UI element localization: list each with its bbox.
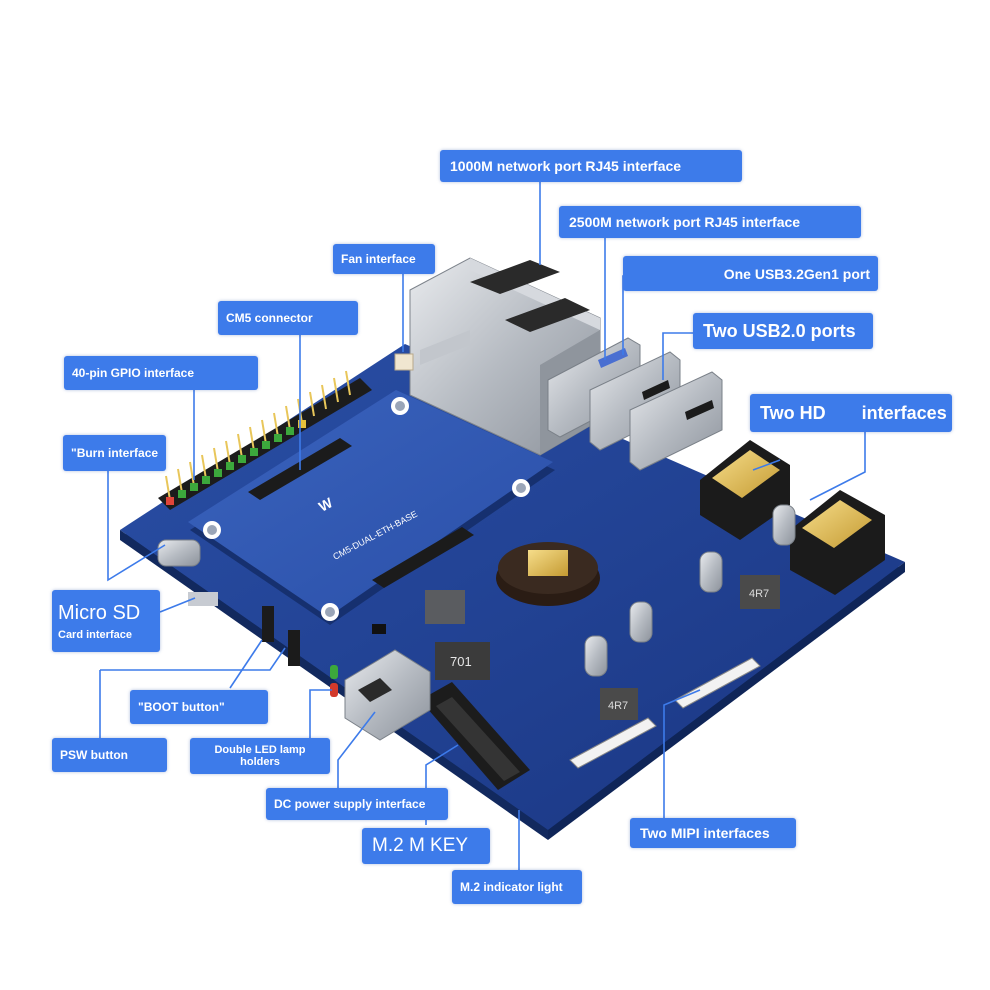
label-mipi: Two MIPI interfaces <box>630 818 796 848</box>
battery-holder <box>496 542 600 606</box>
leader-lines <box>99 182 866 870</box>
label-usb32: One USB3.2Gen1 port <box>623 256 878 291</box>
label-m2-indicator: M.2 indicator light <box>452 870 582 904</box>
label-led-line2: holders <box>240 756 280 768</box>
label-hdmi-suffix: interfaces <box>861 402 947 423</box>
label-hdmi-prefix: Two HD <box>760 402 826 423</box>
mipi-connectors <box>569 657 761 769</box>
components: 701 4R7 4R7 <box>394 353 796 720</box>
buttons-leds <box>262 606 386 697</box>
label-rj45-2500m: 2500M network port RJ45 interface <box>559 206 861 238</box>
label-cm5-connector: CM5 connector <box>218 301 358 335</box>
m2-slot <box>420 682 530 790</box>
label-rj45-1000m: 1000M network port RJ45 interface <box>440 150 742 182</box>
label-gpio: 40-pin GPIO interface <box>64 356 258 390</box>
svg-text:4R7: 4R7 <box>749 588 769 600</box>
label-micro-sd-sub: Card interface <box>58 628 132 641</box>
label-led-holders: Double LED lamp holders <box>190 738 330 774</box>
label-burn-interface: "Burn interface <box>63 435 166 471</box>
gpio-header <box>158 370 372 510</box>
label-hdmi: Two HD interfaces <box>750 394 952 432</box>
label-micro-sd-main: Micro SD <box>58 601 141 624</box>
label-fan-interface: Fan interface <box>333 244 435 274</box>
usb-ports <box>547 337 723 471</box>
cm5-module: CM5-DUAL-ETH-BASE W <box>188 390 555 625</box>
svg-text:701: 701 <box>450 654 472 669</box>
usbc-microsd <box>157 539 218 606</box>
dc-jack <box>344 649 431 741</box>
label-boot-button: "BOOT button" <box>130 690 268 724</box>
label-micro-sd: Micro SD Card interface <box>52 590 160 652</box>
label-usb20: Two USB2.0 ports <box>693 313 873 349</box>
label-psw-button: PSW button <box>52 738 167 772</box>
svg-text:4R7: 4R7 <box>608 700 628 712</box>
label-m2-mkey: M.2 M KEY <box>362 828 490 864</box>
label-led-line1: Double LED lamp <box>214 744 306 756</box>
label-dc-power: DC power supply interface <box>266 788 448 820</box>
